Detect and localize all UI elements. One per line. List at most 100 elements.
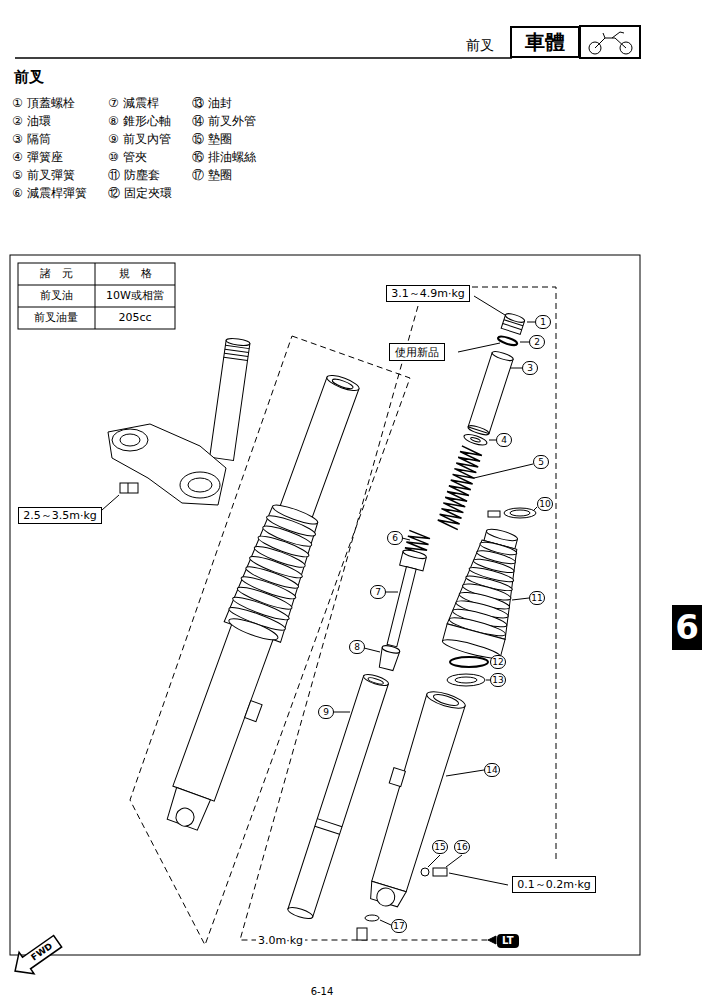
locking-agent-icon: LT [497, 934, 519, 948]
illustration-ellipse [287, 905, 314, 921]
illustration-ellipse [463, 432, 488, 447]
table-cell: 諸 元 [40, 267, 73, 280]
illustration-ellipse [504, 508, 536, 518]
illustration-ellipse [486, 527, 519, 543]
page-title: 前叉 [14, 68, 44, 86]
illustration-g [441, 523, 532, 661]
illustration-line [224, 353, 248, 356]
illustration-path [108, 424, 226, 505]
illustration-line [380, 920, 391, 925]
table-cell: 前叉油 [40, 289, 73, 302]
illustration-polyline [437, 446, 483, 530]
illustration-rect [468, 353, 513, 434]
illustration-line [128, 483, 129, 493]
section-tab-box: 車體 [510, 26, 580, 58]
illustration-ellipse [447, 674, 485, 686]
torque-box: 0.1～0.2m·kg [512, 876, 596, 893]
page-number: 6-14 [311, 986, 334, 998]
illustration-rect [389, 768, 405, 787]
forward-mark: FWD [29, 941, 54, 963]
illustration-ellipse [491, 350, 514, 363]
illustration-line [225, 349, 249, 352]
illustration-ellipse [425, 688, 467, 711]
part-list-item: ③ 隔筒 [12, 132, 51, 146]
illustration-polygon [488, 936, 496, 944]
illustration-rect [173, 622, 274, 801]
illustration-g [210, 337, 251, 460]
header-text: 前叉 [466, 37, 494, 54]
illustration-ellipse [362, 672, 389, 688]
illustration-ellipse [367, 677, 383, 686]
illustration-ellipse [112, 429, 148, 451]
illustration-rect [245, 701, 262, 722]
part-list-item: ⑧ 錐形心軸 [108, 114, 171, 128]
table-cell: 205cc [118, 311, 151, 324]
illustration-rect [357, 928, 367, 940]
illustration-polygon [8, 931, 66, 982]
illustration-line [15, 57, 512, 59]
box-text: 3.1～4.9m·kg [391, 286, 465, 301]
torque-box: 2.5～3.5m·kg [18, 507, 102, 524]
illustration-line [474, 464, 533, 478]
illustration-g [374, 530, 431, 672]
illustration-rect [580, 26, 640, 58]
part-list-item: ⑰ 墊圈 [192, 168, 232, 182]
part-list-item: ⑮ 墊圈 [192, 132, 232, 146]
table-cell: 前叉油量 [34, 311, 78, 324]
illustration-line [474, 296, 505, 315]
box-text: 0.1～0.2m·kg [517, 877, 591, 892]
callout-number: 12 [490, 655, 506, 669]
illustration-path [447, 537, 528, 639]
callout-number: 9 [318, 705, 334, 719]
illustration-ellipse [120, 434, 140, 446]
illustration-g [354, 685, 466, 911]
illustration-ellipse [365, 915, 379, 921]
illustration-ellipse [455, 677, 477, 683]
callout-number: 11 [529, 591, 545, 605]
illustration-line [446, 855, 462, 867]
torque-box: 3.1～4.9m·kg [386, 285, 470, 302]
illustration-rect [120, 483, 138, 493]
torque-value: 3.0m·kg [256, 934, 305, 947]
illustration-ellipse [180, 472, 220, 498]
callout-number: 14 [484, 763, 500, 777]
table-cell: 規 格 [119, 267, 152, 280]
illustration-line [510, 368, 522, 369]
illustration-line [449, 873, 508, 885]
illustration-line [489, 440, 496, 441]
illustration-line [503, 323, 522, 329]
illustration-g [436, 311, 527, 530]
part-list-item: ① 頂蓋螺栓 [12, 96, 75, 110]
chapter-tab: 6 [672, 605, 702, 650]
part-list-item: ⑦ 減震桿 [108, 96, 159, 110]
callout-number: 2 [529, 335, 545, 349]
part-list-item: ⑯ 排油螺絲 [192, 150, 256, 164]
callout-number: 6 [387, 531, 403, 545]
illustration-line [520, 342, 529, 343]
illustration-ellipse [450, 657, 488, 667]
illustration-circle [421, 868, 429, 876]
illustration-ellipse [188, 478, 212, 492]
illustration-line [18, 307, 175, 308]
callout-number: 1 [535, 315, 551, 329]
box-text: 車體 [525, 29, 565, 56]
illustration-ellipse [402, 549, 427, 561]
illustration-line [102, 495, 119, 510]
illustration-ellipse [382, 644, 401, 654]
callout-number: 5 [533, 455, 549, 469]
illustration-ellipse [331, 377, 354, 390]
illustration-rect [10, 255, 640, 955]
part-list-item: ⑬ 油封 [192, 96, 232, 110]
illustration-ellipse [226, 337, 251, 346]
part-list-item: ⑤ 前叉彈簧 [12, 168, 75, 182]
callout-number: 3 [522, 361, 538, 375]
illustration-circle [375, 886, 397, 908]
callout-number: 8 [349, 640, 365, 654]
illustration-line [315, 826, 340, 834]
illustration-line [512, 598, 529, 600]
illustration-line [402, 538, 410, 540]
illustration-rect [433, 868, 447, 876]
